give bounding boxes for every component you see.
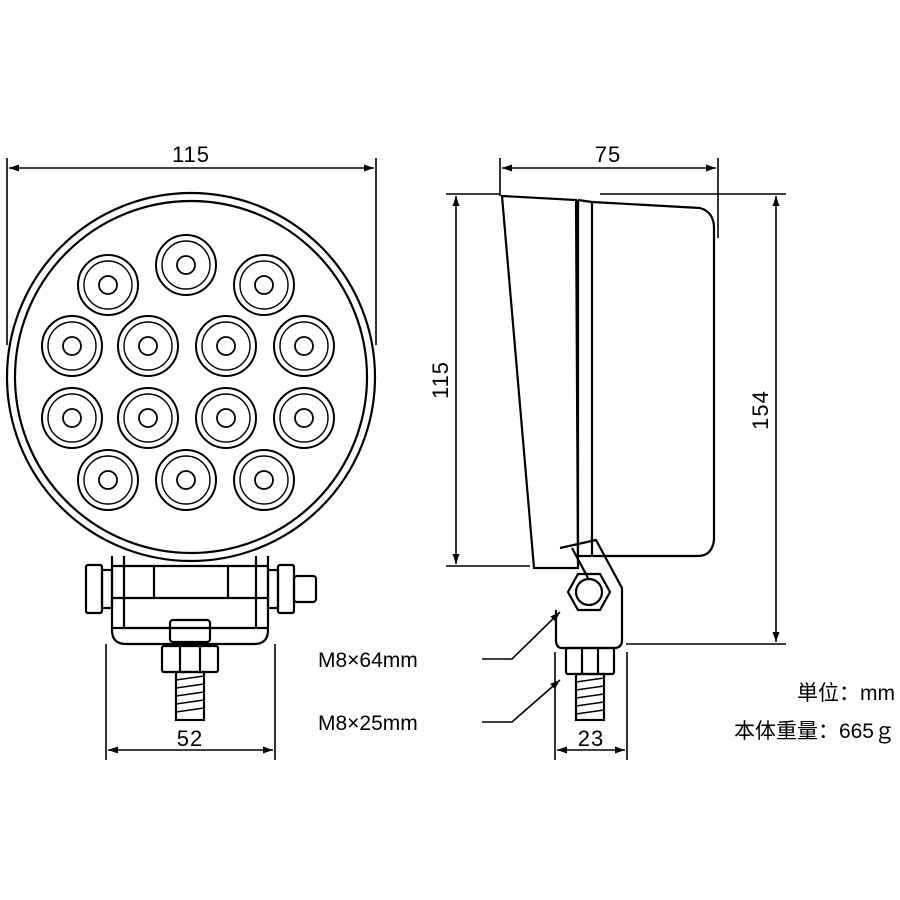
lens-height-label: 115 (428, 361, 453, 399)
led (155, 234, 217, 296)
led-array (41, 234, 335, 511)
led (233, 449, 295, 511)
bolt-leader-lines (482, 611, 561, 723)
bolt-upper-label: M8×64mm (318, 649, 418, 672)
led (77, 254, 139, 316)
total-height-dimension (600, 193, 786, 645)
led (41, 315, 103, 377)
led (195, 387, 257, 449)
front-width-dimension (6, 158, 377, 345)
led (117, 315, 179, 377)
side-depth-dimension (499, 158, 719, 238)
unit-note: 単位：mm (797, 682, 895, 705)
total-height-label: 154 (748, 390, 773, 430)
side-view (500, 194, 716, 722)
led (195, 315, 257, 377)
side-rear-housing (591, 200, 716, 558)
front-bracket (84, 556, 318, 646)
led (273, 387, 335, 449)
led (155, 449, 217, 511)
bracket-depth-label: 23 (578, 726, 604, 751)
led (233, 254, 295, 316)
lamp-housing (5, 191, 377, 563)
weight-note: 本体重量：665ｇ (734, 720, 895, 743)
front-stud-bolt (160, 644, 220, 722)
front-width-label: 115 (172, 142, 210, 167)
led (273, 315, 335, 377)
side-stud-bolt (564, 646, 616, 722)
bracket-depth-dimension (554, 652, 628, 760)
side-bezel (500, 194, 580, 570)
lamp-lens-rim (13, 199, 369, 555)
side-hex-nut (566, 572, 612, 612)
lens-height-dimension (446, 193, 530, 567)
bracket-width-dimension (105, 644, 276, 760)
led (41, 387, 103, 449)
side-depth-label: 75 (595, 142, 621, 167)
led (117, 387, 179, 449)
bracket-width-label: 52 (177, 726, 203, 751)
bolt-lower-label: M8×25mm (318, 712, 418, 735)
led (77, 449, 139, 511)
